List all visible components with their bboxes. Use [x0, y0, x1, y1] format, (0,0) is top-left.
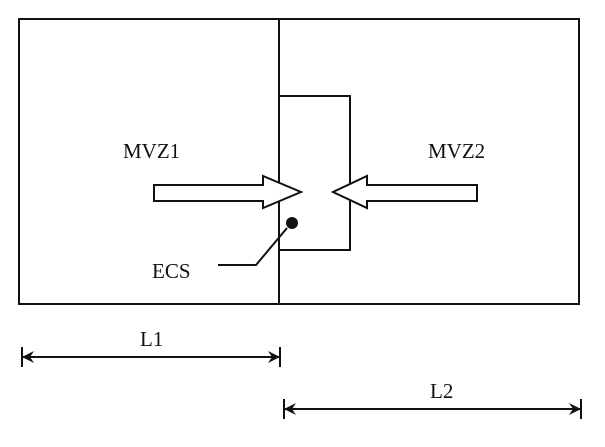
outer-frame	[18, 18, 580, 305]
ecs-leader-line	[218, 227, 288, 266]
ecs-label: ECS	[152, 259, 191, 283]
left-block-arrow	[153, 174, 304, 210]
overlap-box	[279, 95, 351, 251]
ecs-point	[286, 217, 298, 229]
dimension-left-label: L1	[140, 327, 163, 351]
zone-right-label: MVZ2	[428, 139, 485, 163]
zone-left-label: MVZ1	[123, 139, 180, 163]
dimension-right-label: L2	[430, 379, 453, 403]
right-block-arrow	[330, 174, 478, 210]
